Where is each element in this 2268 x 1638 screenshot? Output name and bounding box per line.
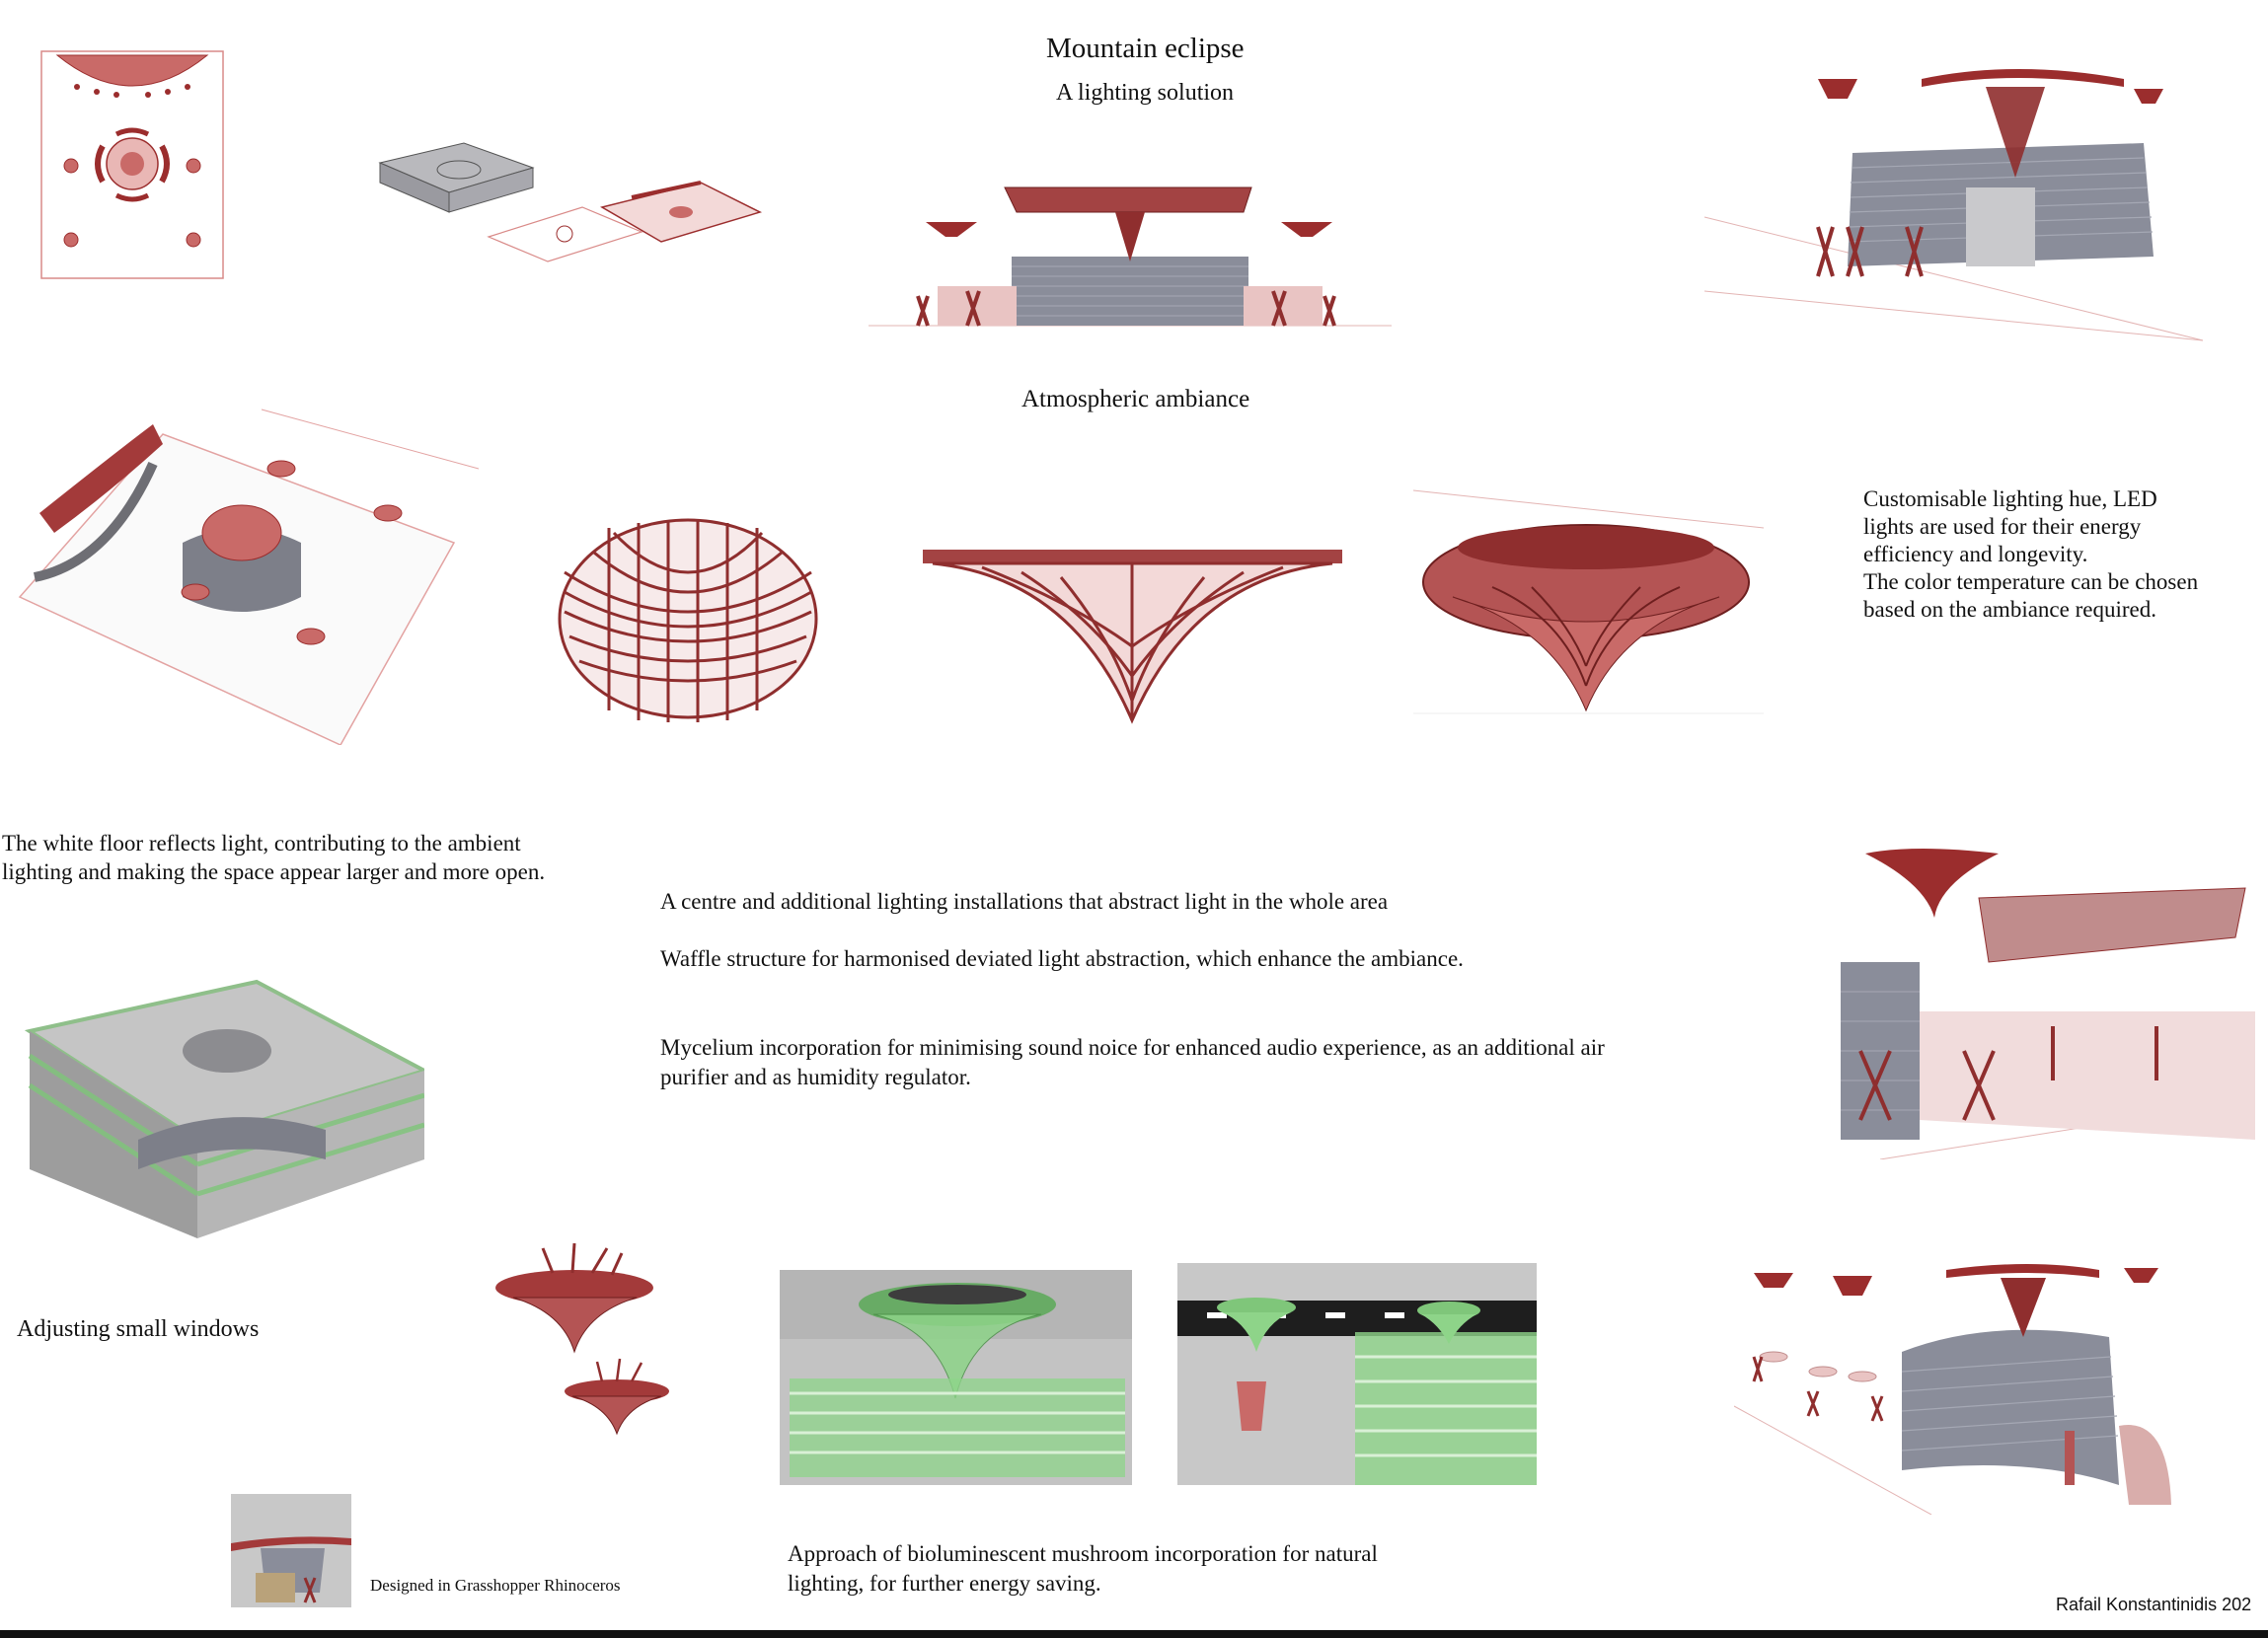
bottom-border <box>0 1630 2268 1638</box>
mushroom-note-line: lighting, for further energy saving. <box>788 1571 1101 1596</box>
waffle-lamp-side-view <box>923 548 1342 725</box>
perspective-render-bottom-right <box>1734 1258 2171 1515</box>
lighting-note: Customisable lighting hue, LED lights ar… <box>1863 485 2198 624</box>
mycelium-note: Mycelium incorporation for minimising so… <box>660 1033 1605 1092</box>
glass-shell-render <box>0 962 424 1238</box>
lighting-note-line: lights are used for their energy <box>1863 514 2142 539</box>
site-axonometric <box>15 405 479 745</box>
author-credit: Rafail Konstantinidis 202 <box>2056 1595 2252 1614</box>
perspective-render-top-right <box>1700 59 2208 345</box>
floor-note-line: lighting and making the space appear lar… <box>2 859 546 884</box>
page-title: Mountain eclipse <box>1046 33 1245 64</box>
floor-note: The white floor reflects light, contribu… <box>2 829 545 886</box>
lighting-note-line: efficiency and longevity. <box>1863 542 2088 566</box>
exploded-axonometric <box>375 138 765 276</box>
floor-note-line: The white floor reflects light, contribu… <box>2 831 521 856</box>
mushroom-note-line: Approach of bioluminescent mushroom inco… <box>788 1541 1378 1566</box>
waffle-lamp-top-view <box>555 513 821 725</box>
lighting-note-line: Customisable lighting hue, LED <box>1863 486 2157 511</box>
waffle-note: Waffle structure for harmonised deviated… <box>660 946 1464 971</box>
window-lamp-large <box>493 1243 656 1357</box>
page-subtitle: A lighting solution <box>1056 80 1235 106</box>
mushroom-note: Approach of bioluminescent mushroom inco… <box>788 1539 1378 1599</box>
interior-render-right <box>1841 824 2255 1159</box>
mycelium-note-line: purifier and as humidity regulator. <box>660 1065 971 1089</box>
centre-note: A centre and additional lighting install… <box>660 889 1389 914</box>
designed-in-note: Designed in Grasshopper Rhinoceros <box>370 1576 621 1595</box>
mycelium-note-line: Mycelium incorporation for minimising so… <box>660 1035 1605 1060</box>
windows-note: Adjusting small windows <box>17 1316 260 1342</box>
floor-plan-drawing <box>38 47 227 282</box>
waffle-lamp-perspective <box>1413 488 1769 715</box>
section-heading-ambiance: Atmospheric ambiance <box>1021 386 1250 412</box>
front-elevation <box>869 183 1392 329</box>
lighting-note-line: The color temperature can be chosen <box>1863 569 2199 594</box>
render-thumbnail <box>231 1494 351 1607</box>
bioluminescent-render-left <box>780 1270 1132 1485</box>
window-lamp-small <box>563 1357 671 1436</box>
bioluminescent-render-right <box>1177 1263 1537 1485</box>
lighting-note-line: based on the ambiance required. <box>1863 597 2156 622</box>
